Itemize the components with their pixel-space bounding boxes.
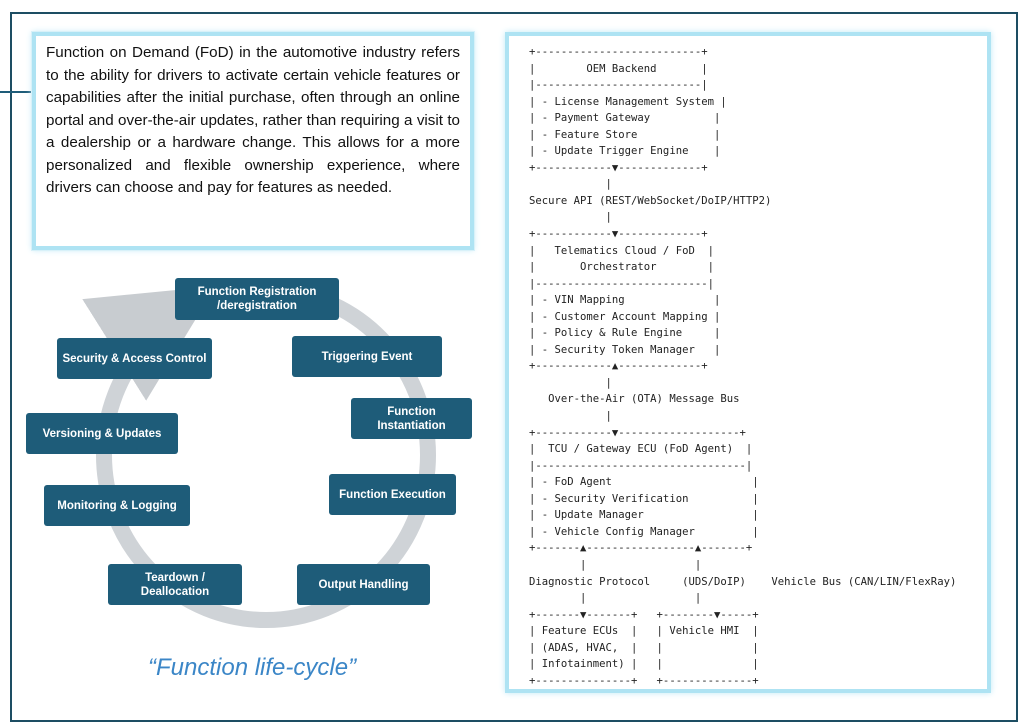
node-security-access: Security & Access Control — [57, 338, 212, 379]
node-function-execution: Function Execution — [329, 474, 456, 515]
node-function-registration: Function Registration /deregistration — [175, 278, 339, 320]
node-monitoring-logging: Monitoring & Logging — [44, 485, 190, 526]
architecture-ascii-diagram: +--------------------------+ | OEM Backe… — [529, 46, 957, 687]
node-function-instantiation: Function Instantiation — [351, 398, 472, 439]
node-teardown: Teardown / Deallocation — [108, 564, 242, 605]
node-triggering-event: Triggering Event — [292, 336, 442, 377]
node-versioning-updates: Versioning & Updates — [26, 413, 178, 454]
fod-description-box: Function on Demand (FoD) in the automoti… — [32, 32, 474, 250]
node-output-handling: Output Handling — [297, 564, 430, 605]
architecture-box: +--------------------------+ | OEM Backe… — [505, 32, 991, 693]
lifecycle-caption: “Function life-cycle” — [148, 654, 357, 681]
fod-description-text: Function on Demand (FoD) in the automoti… — [46, 44, 460, 196]
